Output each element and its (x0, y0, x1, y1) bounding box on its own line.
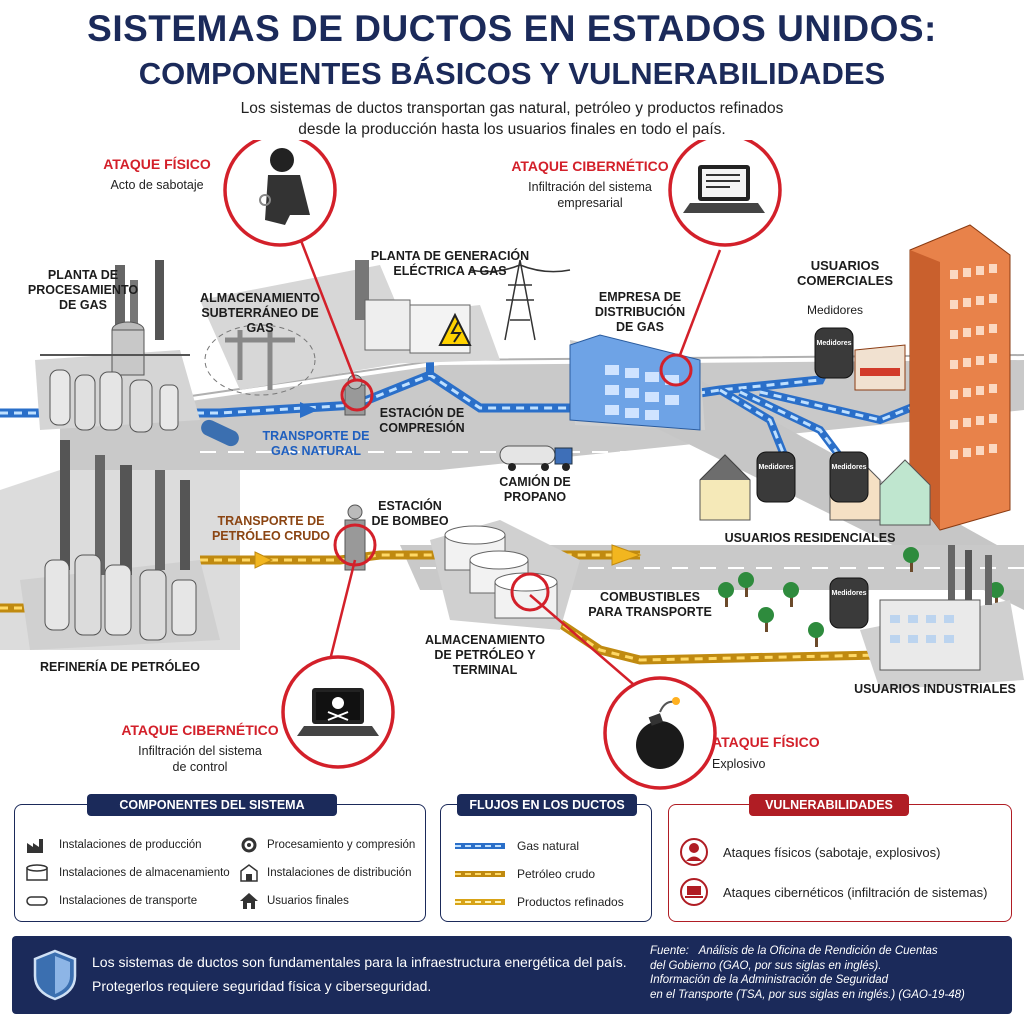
commercial-tower-illustration (854, 224, 1011, 531)
legend-flow-gas: Gas natural (517, 839, 580, 853)
legend-flow-crude: Petróleo crudo (517, 867, 596, 881)
shield-icon (33, 949, 77, 1001)
label-propane-truck: CAMIÓN DE PROPANO (499, 475, 571, 504)
page-title: SISTEMAS DE DUCTOS EN ESTADOS UNIDOS: (87, 8, 937, 49)
label-commercial-users: USUARIOS COMERCIALES (796, 258, 894, 288)
laptop-icon (680, 878, 708, 906)
bomb-callout (603, 676, 717, 790)
trees-illustration (718, 547, 1004, 647)
attack-physical-explosive: ATAQUE FÍSICO Explosivo (712, 734, 820, 771)
pipeline-scene: Medidores Medidores Medidores Medidores (0, 140, 1024, 790)
legend-item-processing: Procesamiento y compresión (267, 839, 416, 851)
meter-tag-residential-2: Medidores (831, 464, 866, 471)
label-industrial-users: USUARIOS INDUSTRIALES (854, 682, 1016, 696)
legend-item-end-users: Usuarios finales (267, 895, 349, 907)
refinery-illustration (20, 440, 220, 650)
attack-physical-sabotage: ATAQUE FÍSICO Acto de sabotaje (103, 156, 211, 192)
saboteur-callout (223, 140, 337, 247)
label-residential-users: USUARIOS RESIDENCIALES (724, 531, 896, 545)
power-plant-illustration (340, 260, 500, 365)
label-transport-fuels: COMBUSTIBLES PARA TRANSPORTE (588, 590, 712, 619)
legend-item-transport: Instalaciones de transporte (59, 895, 198, 907)
legend-item-storage: Instalaciones de almacenamiento (59, 867, 230, 879)
label-pumping-station: ESTACIÓN DE BOMBEO (371, 499, 449, 528)
refined-flow-line-icon (455, 899, 505, 905)
attack-target-rings (333, 353, 693, 612)
footer-message: Los sistemas de ductos son fundamentales… (92, 954, 627, 994)
attack-cyber-control: ATAQUE CIBERNÉTICO Infiltración del sist… (121, 722, 279, 774)
label-meters: Medidores (806, 303, 864, 317)
footer-banner: Los sistemas de ductos son fundamentales… (12, 936, 1012, 1014)
meter-devices-illustration (756, 327, 869, 629)
footer-source: Fuente: Análisis de la Oficina de Rendic… (650, 945, 965, 1001)
oil-storage-tanks-illustration (430, 520, 580, 630)
attack-cyber-enterprise: ATAQUE CIBERNÉTICO Infiltración del sist… (511, 158, 669, 210)
propane-truck-illustration (499, 445, 573, 471)
legend-flows-title: FLUJOS EN LOS DUCTOS (457, 794, 637, 816)
label-distribution-company: EMPRESA DE DISTRIBUCIÓN DE GAS (594, 290, 686, 334)
label-oil-refinery: REFINERÍA DE PETRÓLEO (40, 660, 200, 674)
legend-vulnerabilities-panel: VULNERABILIDADES Ataques físicos (sabota… (668, 794, 1012, 922)
gas-processing-plant-illustration (35, 260, 200, 433)
legend-components-panel: COMPONENTES DEL SISTEMA Instalaciones de… (14, 794, 426, 922)
gear-icon (241, 837, 257, 853)
saboteur-icon (680, 838, 708, 866)
attack-connectors (298, 237, 722, 691)
crude-flow-line-icon (455, 871, 505, 877)
storage-tank-icon (26, 864, 48, 881)
label-natural-gas-transport: TRANSPORTE DE GAS NATURAL (262, 429, 370, 458)
legend-flow-refined: Productos refinados (517, 895, 624, 909)
legend-item-production: Instalaciones de producción (59, 839, 202, 851)
legend-vuln-cyber: Ataques cibernéticos (infiltración de si… (723, 885, 988, 900)
legend-item-distribution: Instalaciones de distribución (267, 867, 412, 879)
transmission-tower-illustration (469, 259, 571, 341)
page-description: Los sistemas de ductos transportan gas n… (240, 100, 784, 138)
legend-flows-panel: FLUJOS EN LOS DUCTOS Gas natural Petróle… (440, 794, 652, 922)
gas-flow-line-icon (455, 843, 505, 849)
legend-vulnerabilities-title: VULNERABILIDADES (749, 794, 909, 816)
factory-icon (27, 839, 43, 853)
meter-tag-commercial: Medidores (816, 340, 851, 347)
meter-tag-industrial: Medidores (831, 590, 866, 597)
pumping-station-illustration (344, 504, 366, 571)
label-underground-storage: ALMACENAMIENTO SUBTERRÁNEO DE GAS (200, 291, 320, 335)
pipe-icon (26, 896, 48, 906)
laptop-control-callout (281, 655, 395, 769)
laptop-enterprise-callout (668, 140, 782, 247)
label-gas-processing-plant: PLANTA DE PROCESAMIENTO DE GAS (27, 268, 139, 312)
label-oil-storage-terminal: ALMACENAMIENTO DE PETRÓLEO Y TERMINAL (425, 633, 545, 677)
legend-vuln-physical: Ataques físicos (sabotaje, explosivos) (723, 845, 941, 860)
house-icon (240, 893, 258, 909)
underground-storage-illustration (201, 324, 316, 447)
label-crude-oil-transport: TRANSPORTE DE PETRÓLEO CRUDO (211, 514, 331, 543)
page-subtitle: COMPONENTES BÁSICOS Y VULNERABILIDADES (138, 56, 886, 91)
building-icon (240, 864, 258, 882)
legend-components-title: COMPONENTES DEL SISTEMA (87, 794, 337, 816)
meter-tag-residential-1: Medidores (758, 464, 793, 471)
label-power-plant: PLANTA DE GENERACIÓN ELÉCTRICA A GAS (370, 249, 530, 278)
label-compression-station: ESTACIÓN DE COMPRESIÓN (379, 406, 465, 435)
industrial-plant-illustration (860, 545, 1024, 690)
